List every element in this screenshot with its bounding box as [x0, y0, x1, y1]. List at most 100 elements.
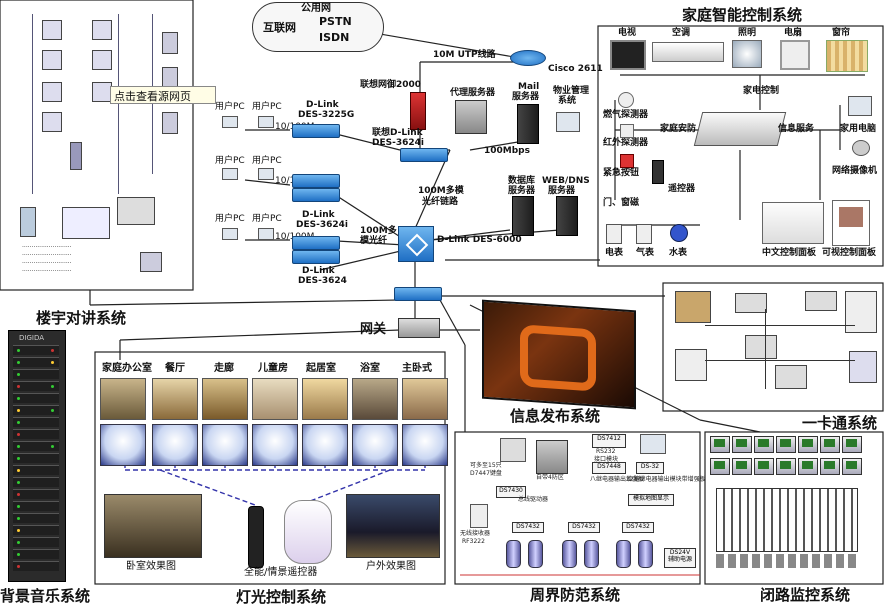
gateway-switch	[394, 287, 442, 301]
ds7432-label: DS7432	[626, 523, 650, 530]
user-pc-icon	[222, 228, 238, 240]
mbps-label: 100Mbps	[484, 146, 530, 156]
room-photo-office	[100, 378, 146, 420]
ds24v-label2: 辅助电源	[667, 556, 692, 563]
user-pc-icon	[222, 116, 238, 128]
appliance-ctrl-label: 家电控制	[743, 86, 780, 96]
wireless-receiver-icon	[470, 504, 488, 528]
room-photo-dining	[152, 378, 198, 420]
fan-icon	[780, 40, 810, 70]
lighting-title: 灯光控制系统	[236, 588, 327, 606]
source-page-popup[interactable]: 点击查看源网页	[110, 86, 216, 104]
firewall-label: 联想网御2000	[360, 80, 422, 90]
ds7412-box: DS7412	[592, 434, 626, 448]
mail-label2: 服务器	[512, 92, 540, 102]
meter-water-label: 水表	[669, 248, 688, 258]
user-pc-icon	[258, 228, 274, 240]
home-devices-row: 电视 空调 照明 电扇 窗帘	[600, 28, 880, 78]
curtain-icon	[826, 40, 868, 72]
device-ac-label: 空调	[672, 28, 691, 38]
ds32-box: DS-32	[636, 462, 664, 474]
gateway-label: 网关	[360, 322, 387, 337]
detector-icon	[638, 540, 653, 568]
mail-server-icon	[517, 104, 539, 144]
video-panel-label: 可视控制面板	[822, 248, 877, 258]
cloud-isdn: ISDN	[319, 31, 350, 44]
multimode-label2: 光纤链路	[422, 197, 459, 207]
net-camera-icon	[852, 140, 870, 156]
dlink-3225g-label: D-Link	[306, 100, 339, 110]
property-pc-icon	[556, 112, 580, 132]
user-pc-icon	[258, 116, 274, 128]
monitor-pc-icon	[640, 434, 666, 454]
public-network-cloud: 公用网 互联网 PSTN ISDN	[252, 2, 384, 52]
lamp-icon	[100, 424, 146, 466]
user-pc-label: 用户PC	[215, 214, 245, 224]
sensor-door-label: 门、窗磁	[603, 198, 640, 208]
cloud-internet: 互联网	[263, 21, 296, 34]
net-camera-label: 网络摄像机	[832, 166, 878, 176]
property-label: 物业管理	[553, 86, 590, 96]
music-rack: DIGIDA	[8, 330, 66, 582]
ds7432-box: DS7432	[512, 522, 544, 533]
scene-remote-icon	[284, 500, 332, 564]
ds7432-box: DS7432	[622, 522, 654, 533]
meter-gas-label: 气表	[636, 248, 655, 258]
lamp-icon	[302, 424, 348, 466]
proxy-server-icon	[455, 100, 487, 134]
home-control-title: 家庭智能控制系统	[682, 6, 803, 24]
sim-panel-label: 模拟地图显示	[632, 495, 669, 502]
meter-gas-icon	[636, 224, 652, 244]
ds7432-label: DS7432	[572, 523, 596, 530]
ds24v-box: DS24V 辅助电源	[664, 548, 696, 568]
lamp-icon	[152, 424, 198, 466]
db-server-label: 数据库	[508, 176, 536, 186]
keypad-icon	[500, 438, 526, 462]
db-server-icon	[512, 196, 534, 236]
user-pc-label: 用户PC	[215, 156, 245, 166]
room-label-office: 家庭办公室	[102, 363, 152, 374]
sensor-gas-label: 燃气探测器	[603, 110, 649, 120]
sensor-ir-label: 红外探测器	[603, 138, 649, 148]
ds32-desc: 32路继电器输出模块带增强板	[626, 476, 706, 483]
lamp-icon	[402, 424, 448, 466]
dlink-6000-label: D-Link DES-6000	[437, 235, 522, 245]
device-fan-label: 电扇	[784, 28, 803, 38]
meter-elec-icon	[606, 224, 622, 244]
lamp-icon	[202, 424, 248, 466]
emergency-button-icon	[620, 154, 634, 168]
perimeter-title: 周界防范系统	[530, 586, 621, 604]
dlink-3624i-top-switch	[400, 148, 448, 162]
home-security-label: 家庭安防	[660, 124, 697, 134]
dlink-3225g-label2: DES-3225G	[298, 110, 355, 120]
ds7430-box: DS7430	[496, 486, 526, 498]
dlink-3624i-label2: DES-3624i	[296, 220, 348, 230]
room-label-living: 起居室	[306, 363, 336, 374]
outdoor-effect-label: 户外效果图	[366, 561, 416, 572]
cctv-monitor-grid	[708, 436, 882, 482]
mail-label: Mail	[518, 82, 540, 92]
meter-elec-label: 电表	[605, 248, 624, 258]
info-service-label: 信息服务	[778, 124, 815, 134]
device-tv-label: 电视	[618, 28, 637, 38]
keyboard-label2: D7447键盘	[470, 470, 502, 477]
bus-drv-label: 总线驱动器	[518, 496, 549, 503]
cloud-label: 公用网	[301, 3, 331, 14]
lamp-icon	[352, 424, 398, 466]
home-pc-icon	[848, 96, 872, 116]
remote-icon	[652, 160, 664, 184]
device-curtain-label: 窗帘	[832, 28, 851, 38]
firewall-icon	[410, 92, 426, 130]
cisco-label: Cisco 2611	[548, 64, 603, 74]
dlink-3225g-switch	[292, 124, 340, 138]
dlink-6000-switch	[398, 226, 434, 262]
dlink-3624i-switch	[292, 188, 340, 202]
detector-icon	[616, 540, 631, 568]
detector-icon	[584, 540, 599, 568]
sensor-button-label: 紧急按钮	[603, 168, 640, 178]
user-pc-label: 用户PC	[215, 102, 245, 112]
gateway-device	[398, 318, 440, 338]
ds7448-desc: 八继电器输出增强板	[590, 476, 645, 483]
intercom-diagram: .......................... .............…	[2, 2, 192, 288]
